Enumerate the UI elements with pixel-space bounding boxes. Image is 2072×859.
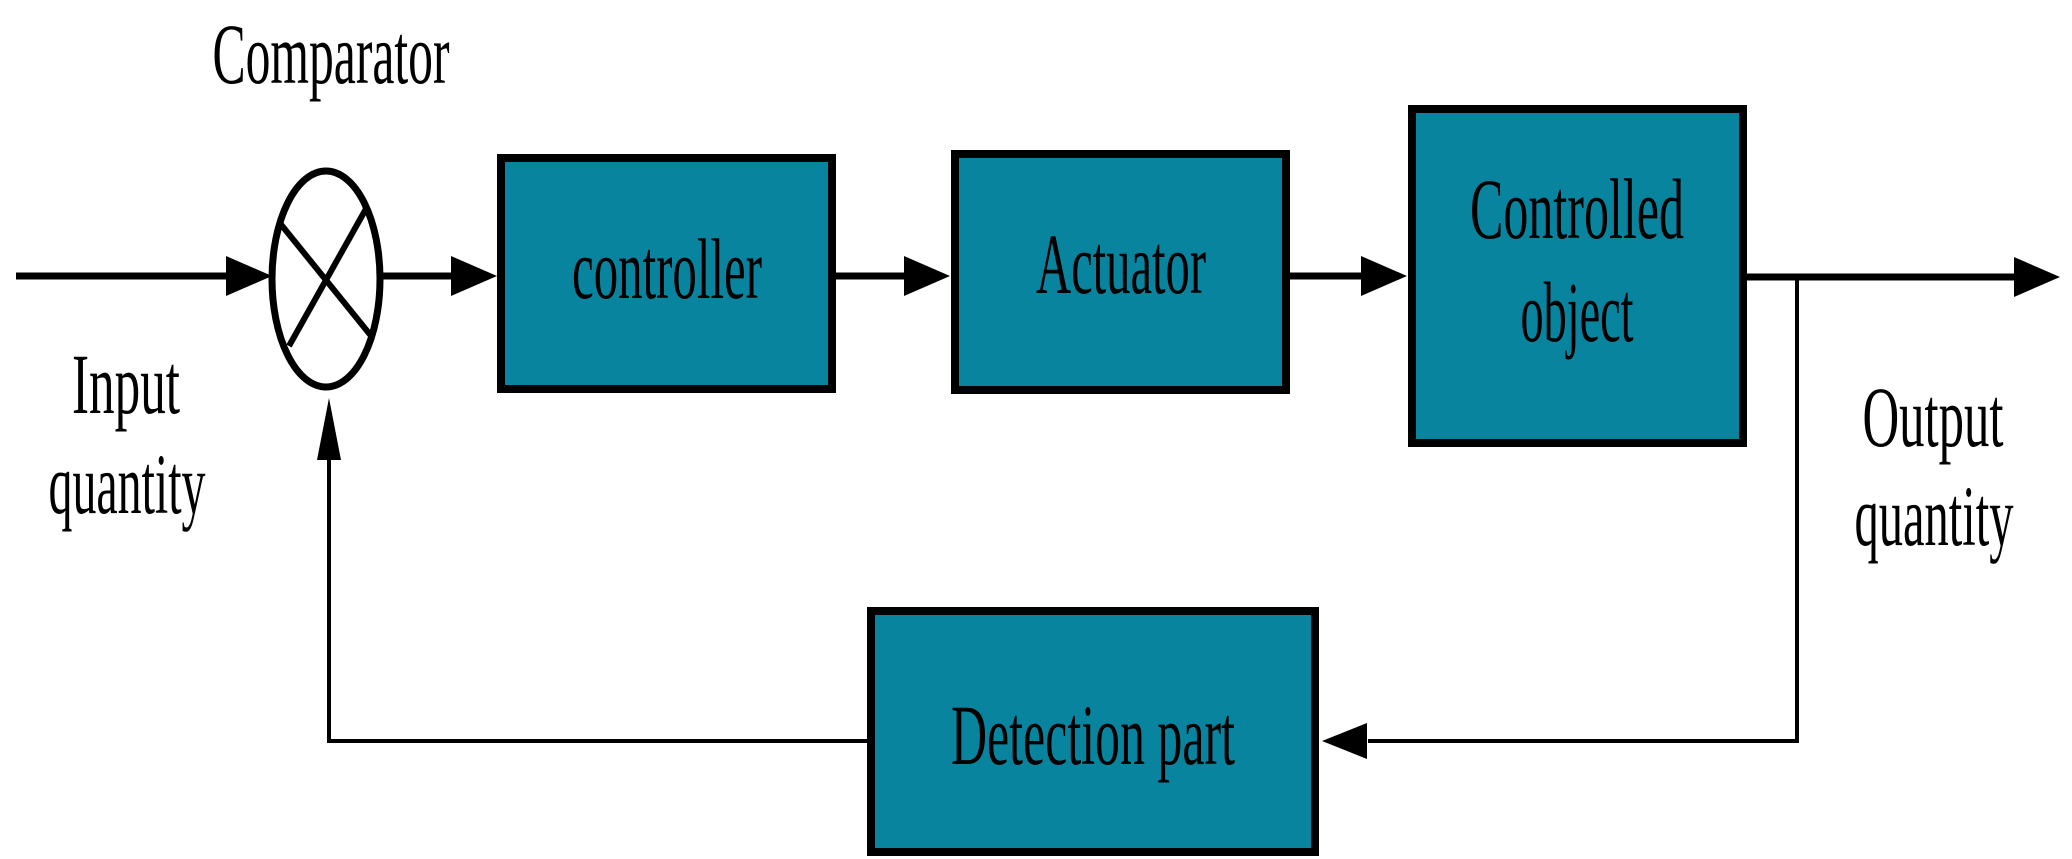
actuator-label: Actuator (1036, 216, 1206, 312)
detection-part-label: Detection part (951, 687, 1235, 783)
comparator-label: Comparator (213, 6, 450, 102)
comparator-cross-line-1 (286, 205, 370, 348)
controller-block (497, 154, 836, 393)
controller-label: controller (572, 221, 762, 317)
output-quantity-label-line2: quantity (1855, 468, 2014, 564)
controller-to-actuator-arrowhead (904, 256, 950, 296)
input-quantity-label-line1: Input (72, 336, 180, 432)
feedback-to-comparator-arrowhead (317, 398, 341, 460)
feedback-return-line (327, 458, 871, 743)
detection-part-block (867, 607, 1319, 856)
output-arrowhead (2014, 257, 2060, 297)
input-arrowhead (226, 256, 272, 296)
controlled-object-block (1408, 105, 1747, 447)
output-quantity-label-line1: Output (1863, 369, 2004, 465)
actuator-to-controlled-object-arrowhead (1361, 256, 1407, 296)
controlled-object-label-line2: object (1521, 264, 1634, 360)
comparator-cross-line-2 (276, 220, 375, 339)
controlled-object-label-line1: Controlled (1470, 161, 1684, 257)
actuator-block (951, 150, 1290, 394)
feedback-branch-line (1368, 277, 1799, 743)
comparator-to-controller-arrowhead (451, 256, 497, 296)
feedback-to-detection-arrowhead (1322, 723, 1367, 759)
input-quantity-label-line2: quantity (49, 436, 206, 532)
